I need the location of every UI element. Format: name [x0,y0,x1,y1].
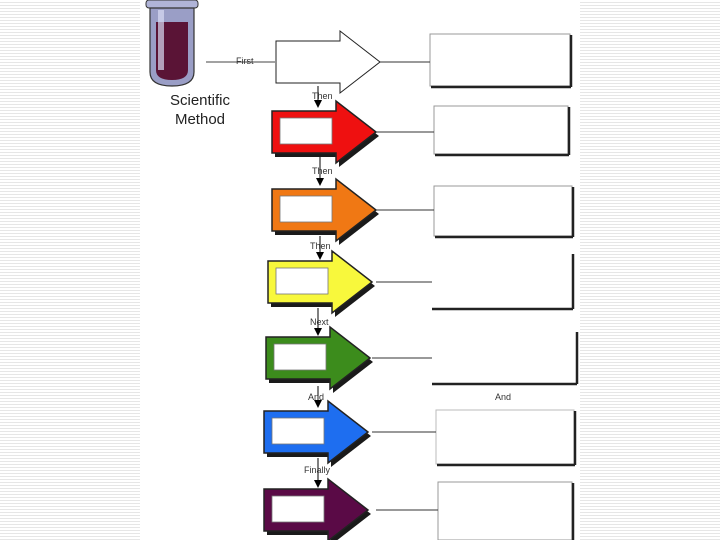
step-arrows [264,31,380,540]
answer-box [434,106,569,155]
arrow-label-box [272,418,324,444]
arrow-icon [266,327,373,393]
arrow-icon [272,101,379,167]
answer-box [430,34,571,87]
test-tube-icon [146,0,198,86]
answer-box [438,482,573,540]
step-label-first: First [236,56,254,66]
step-label-next: Next [310,317,329,327]
answer-boxes [430,34,577,540]
arrow-icon [272,179,379,245]
arrow-label-box [280,196,332,222]
box-connectors [372,62,438,510]
step-label-then-2: Then [312,166,333,176]
step-label-and: And [308,392,324,402]
arrow-icon [276,31,380,93]
title-line-2: Method [140,110,260,129]
answer-box [432,254,573,309]
diagram-canvas: Scientific Method First Then Then Then N… [140,0,580,540]
answer-box [434,186,573,237]
side-label-and: And [495,392,511,402]
title-line-1: Scientific [140,91,260,110]
answer-box [436,410,575,465]
step-label-then-3: Then [310,241,331,251]
arrow-label-box [274,344,326,370]
arrow-label-box [272,496,324,522]
flow-diagram [140,0,580,540]
arrow-label-box [276,268,328,294]
step-label-finally: Finally [304,465,330,475]
answer-box [432,332,577,384]
arrow-icon [268,251,375,317]
arrow-label-box [280,118,332,144]
arrow-icon [264,401,371,467]
diagram-title: Scientific Method [140,91,260,129]
arrow-icon [264,479,371,540]
step-label-then-1: Then [312,91,333,101]
